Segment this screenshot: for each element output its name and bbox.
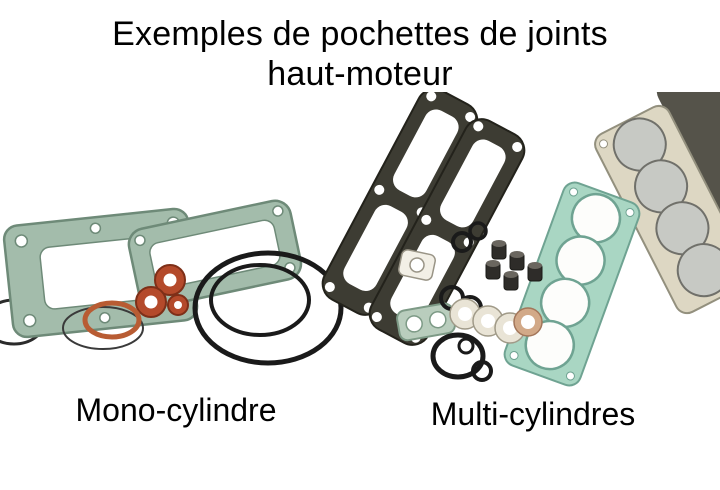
bolt-hole: [272, 205, 284, 217]
bolt-hole: [134, 234, 146, 247]
valve-stem-seals: [485, 240, 543, 291]
bolt-hole: [509, 350, 519, 360]
page-title: Exemples de pochettes de joints haut-mot…: [0, 14, 720, 94]
title-line-2: haut-moteur: [267, 55, 453, 94]
gasket-cutout: [343, 204, 408, 291]
bolt-hole: [324, 282, 335, 293]
bolt-hole: [371, 312, 382, 323]
gasket-hole: [409, 257, 425, 273]
title-line-1: Exemples de pochettes de joints: [112, 15, 608, 53]
bolt-hole: [22, 313, 37, 328]
o-ring-large: [192, 250, 344, 366]
o-ring-small: [451, 231, 473, 253]
bolt-hole: [465, 111, 476, 122]
bolt-hole: [99, 311, 111, 324]
gasket-cutout: [393, 109, 459, 198]
multi-cylinder-gasket-set: [321, 92, 720, 387]
bolt-hole: [421, 214, 432, 225]
bolt-hole: [14, 234, 29, 248]
bolt-hole: [374, 184, 385, 195]
o-ring-thin: [62, 306, 144, 350]
valve-cover-gasket-2: [368, 118, 526, 346]
washer-hole: [174, 301, 182, 309]
bolt-hole: [512, 141, 523, 152]
bolt-hole: [89, 222, 102, 234]
gasket-kits-photo: [0, 92, 720, 387]
carb-gasket: [398, 249, 436, 281]
washer-hole: [521, 315, 535, 329]
bolt-hole: [625, 208, 635, 218]
gasket-hole: [405, 315, 423, 333]
o-ring-small: [468, 221, 488, 241]
bolt-hole: [565, 371, 575, 381]
caption-multi-cylindres: Multi-cylindres: [430, 396, 636, 432]
bolt-hole: [569, 187, 579, 197]
background-part: [656, 92, 720, 213]
washer-hole: [458, 307, 472, 321]
o-ring-orange: [82, 300, 142, 340]
caption-mono-cylindre: Mono-cylindre: [75, 392, 277, 428]
washer-hole: [163, 273, 177, 287]
washer-hole: [144, 295, 158, 309]
bore-hole: [676, 243, 720, 298]
bolt-hole: [426, 92, 437, 102]
bolt-hole: [599, 139, 609, 149]
o-ring-small: [471, 360, 493, 382]
bore-hole: [524, 319, 576, 371]
tan-washer: [513, 307, 543, 337]
bolt-hole: [473, 121, 484, 132]
donut-gasket: [430, 332, 486, 380]
valve-cover-gasket-1: [321, 92, 479, 316]
head-gasket-teal: [503, 181, 641, 387]
copper-washers: [135, 264, 189, 318]
flat-washers: [449, 298, 526, 344]
gasket-cutout: [440, 139, 506, 228]
gasket-hole: [429, 310, 447, 329]
head-gasket-beige: [594, 104, 720, 315]
washer-hole: [481, 314, 495, 328]
mono-cylinder-gasket-set: [0, 199, 344, 366]
o-ring-medium: [209, 263, 311, 337]
